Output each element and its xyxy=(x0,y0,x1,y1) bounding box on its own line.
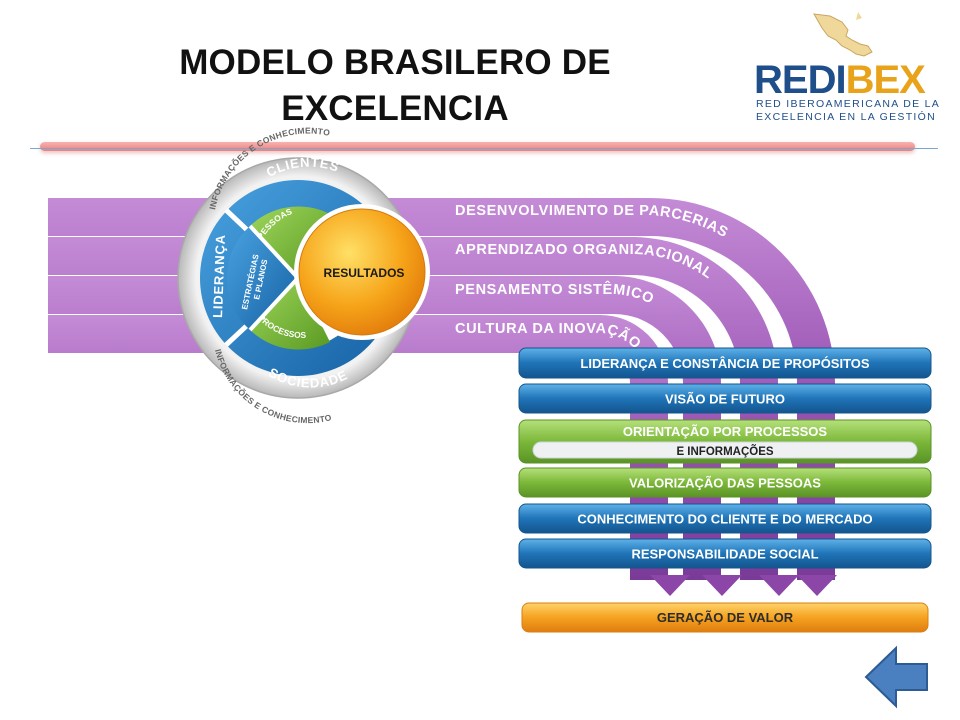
fundamental-bar: VALORIZAÇÃO DAS PESSOAS xyxy=(518,467,932,498)
purple-arrowheads xyxy=(650,575,837,596)
wheel-lideranca-label: LIDERANÇA xyxy=(210,234,228,318)
fundamental-bar-label: LIDERANÇA E CONSTÂNCIA DE PROPÓSITOS xyxy=(580,356,869,371)
logo-tagline-1: RED IBEROAMERICANA DE LA xyxy=(756,98,941,110)
fundamental-bar: LIDERANÇA E CONSTÂNCIA DE PROPÓSITOS xyxy=(518,347,932,379)
purple-band-1 xyxy=(48,198,835,580)
purple-band-4 xyxy=(48,315,668,580)
logo-tagline-2: EXCELENCIA EN LA GESTIÓN xyxy=(756,111,936,123)
management-wheel xyxy=(177,157,430,399)
title-line-2: EXCELENCIA xyxy=(281,89,509,128)
americas-map-icon xyxy=(813,12,873,57)
result-bar: GERAÇÃO DE VALOR xyxy=(521,602,929,633)
fundamental-bar-bg xyxy=(518,538,932,569)
fundamental-bar-bg xyxy=(518,467,932,498)
fundamental-bar: ORIENTAÇÃO POR PROCESSOS E INFORMAÇÕES xyxy=(518,419,932,464)
title-line-1: MODELO BRASILERO DE xyxy=(179,43,611,82)
logo-wordmark: REDIBEX xyxy=(754,58,926,102)
fundamental-bar: VISÃO DE FUTURO xyxy=(518,383,932,414)
fundamental-bar-label: VISÃO DE FUTURO xyxy=(665,392,785,407)
wheel-resultados-label: RESULTADOS xyxy=(324,266,405,280)
fundamental-bar-label: ORIENTAÇÃO POR PROCESSOS xyxy=(623,424,828,439)
fundamental-bar-label: RESPONSABILIDADE SOCIAL xyxy=(631,547,818,562)
slide-title: MODELO BRASILERO DE EXCELENCIA xyxy=(90,40,700,132)
purple-band-3 xyxy=(48,276,721,580)
title-underline-bar xyxy=(40,142,915,151)
back-button[interactable] xyxy=(864,645,928,709)
purple-band-2 xyxy=(48,237,778,580)
fundamental-bar-bg xyxy=(518,383,932,414)
fundamentals-list: LIDERANÇA E CONSTÂNCIA DE PROPÓSITOS VISÃ… xyxy=(518,347,932,569)
left-arrow-icon xyxy=(864,645,928,709)
fundamental-sub-pill xyxy=(532,441,918,459)
fundamental-bar-label: VALORIZAÇÃO DAS PESSOAS xyxy=(629,476,821,491)
fundamental-bar-label: CONHECIMENTO DO CLIENTE E DO MERCADO xyxy=(577,512,872,527)
redibex-logo: REDIBEX RED IBEROAMERICANA DE LA EXCELEN… xyxy=(752,10,939,123)
fundamental-bar: RESPONSABILIDADE SOCIAL xyxy=(518,538,932,569)
fundamental-bar-bg xyxy=(518,347,932,379)
result-bar-label: GERAÇÃO DE VALOR xyxy=(657,610,794,625)
fundamental-bar-bg xyxy=(518,503,932,534)
fundamental-bar: CONHECIMENTO DO CLIENTE E DO MERCADO xyxy=(518,503,932,534)
title-divider-line xyxy=(30,148,938,149)
fundamental-sub-label: E INFORMAÇÕES xyxy=(676,445,773,458)
